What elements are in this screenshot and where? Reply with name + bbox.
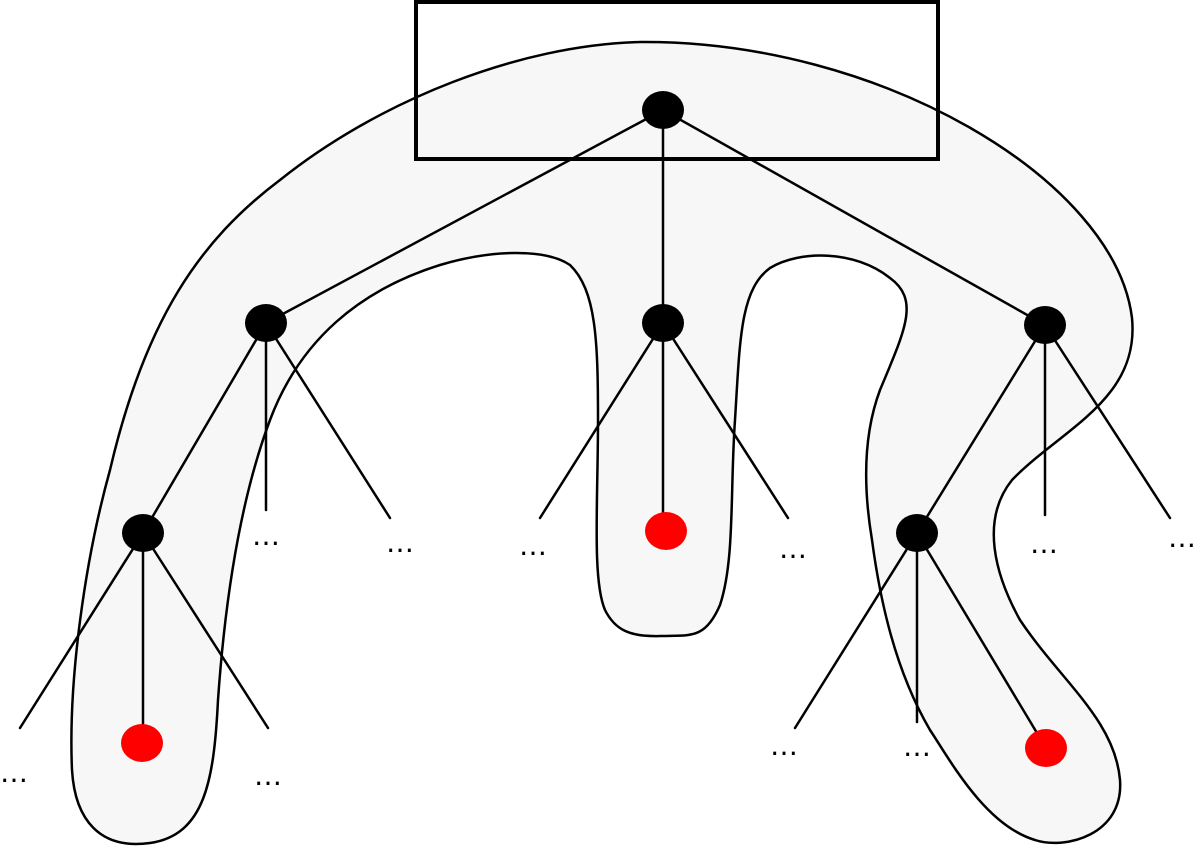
highlighted-node-middle	[645, 512, 687, 550]
ellipsis-label: …	[386, 526, 414, 559]
root-node	[642, 91, 684, 129]
node-level1-left	[245, 304, 287, 342]
edge-root-left	[264, 108, 665, 325]
edge-right-to-right	[1043, 323, 1172, 520]
ellipsis-label: …	[770, 729, 798, 762]
ellipsis-label: …	[779, 532, 807, 565]
node-level2-right	[896, 514, 938, 552]
edge-middle-right	[661, 321, 790, 520]
ellipsis-label: …	[1168, 521, 1196, 554]
ellipsis-label: …	[903, 730, 931, 763]
ellipsis-label: …	[519, 529, 547, 562]
ellipsis-label: …	[0, 756, 28, 789]
edge-root-right	[661, 108, 1047, 327]
edge-leftchild-left	[18, 531, 145, 730]
node-level1-middle	[642, 304, 684, 342]
highlighted-node-left	[121, 724, 163, 762]
root-frame	[414, 0, 940, 161]
ellipsis-label: …	[252, 519, 280, 552]
node-level1-right	[1024, 306, 1066, 344]
edge-left-to-leftchild	[141, 321, 268, 535]
highlighted-node-right	[1025, 729, 1067, 767]
edge-middle-left	[538, 321, 665, 520]
edge-rightchild-left	[793, 531, 919, 730]
edge-rightchild-red	[915, 531, 1042, 740]
highlighted-subtree-region	[70, 40, 1134, 846]
edge-left-to-right	[264, 321, 392, 520]
node-level2-left	[122, 514, 164, 552]
ellipsis-label: …	[1030, 527, 1058, 560]
ellipsis-label: …	[254, 759, 282, 792]
edge-leftchild-right	[141, 531, 270, 730]
edge-right-to-child	[915, 323, 1047, 535]
